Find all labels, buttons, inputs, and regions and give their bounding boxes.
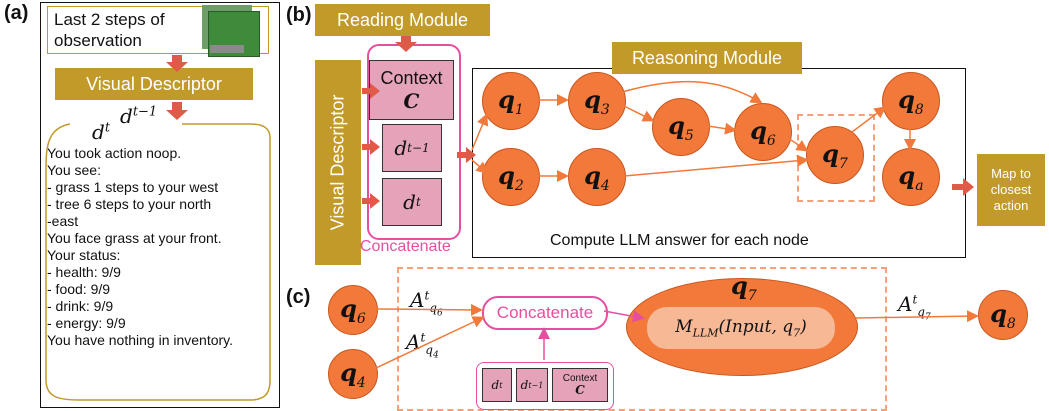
descriptor-line: You see: xyxy=(47,162,101,178)
node-q5: q5 xyxy=(652,98,710,156)
node-q4-c: q4 xyxy=(328,349,378,399)
node-q3: q3 xyxy=(568,72,626,130)
inputs-group-c xyxy=(476,362,614,410)
panel-a-label: (a) xyxy=(4,2,29,24)
concatenate-container xyxy=(367,44,461,240)
descriptor-line: You face grass at your front. xyxy=(47,230,222,246)
A-q6-label: Atq6 xyxy=(410,288,443,319)
reasoning-module-box: Reasoning Module xyxy=(612,42,802,74)
edge-q6-q7 xyxy=(787,137,809,152)
mllm-inner: MLLM(Input, q7) xyxy=(647,307,835,349)
q7-label-c: q7 xyxy=(731,271,757,304)
loop-line-a xyxy=(45,123,271,401)
context-c-symbol-c: C xyxy=(575,383,585,397)
arrow-concat-reason xyxy=(457,147,476,163)
observation-frames-image xyxy=(202,5,260,57)
edge-q3-q5 xyxy=(623,105,655,122)
edge-q5-q6 xyxy=(707,122,737,135)
descriptor-text: You took action noop. You see: - grass 1… xyxy=(47,145,233,349)
observation-box: Last 2 steps of observation xyxy=(47,5,269,57)
panel-b-label: (b) xyxy=(286,4,312,26)
descriptor-line: You took action noop. xyxy=(47,145,182,161)
node-q7: q7 xyxy=(806,126,864,184)
edge-concat-mllm xyxy=(603,310,645,323)
d-t-minus-1-symbol-a: dt−1 xyxy=(120,104,158,128)
edge-q3-q6 xyxy=(621,80,763,104)
descriptor-line: You have nothing in inventory. xyxy=(47,332,234,348)
compute-caption: Compute LLM answer for each node xyxy=(550,232,809,249)
node-q8: q8 xyxy=(882,72,940,130)
arrow-reading xyxy=(395,36,417,52)
arrow-a1 xyxy=(166,55,188,72)
context-label: Context xyxy=(380,67,443,88)
concatenate-label-b: Concatenate xyxy=(360,238,451,255)
observation-text: Last 2 steps of observation xyxy=(54,10,165,50)
arrow-map xyxy=(952,178,974,196)
descriptor-line: - drink: 9/9 xyxy=(47,298,114,314)
edge-q4-q7 xyxy=(623,154,809,177)
node-q6-c: q6 xyxy=(328,285,378,335)
context-box: Context C xyxy=(369,60,454,120)
descriptor-line: - tree 6 steps to your north xyxy=(47,196,212,212)
q7-ellipse-c: q7 MLLM(Input, q7) xyxy=(626,271,858,376)
edge-q7-q8-c xyxy=(855,310,979,323)
edge-q4-concat xyxy=(375,316,485,369)
edge-q6-concat xyxy=(375,303,483,316)
arrow-a2 xyxy=(166,102,188,120)
node-q2: q2 xyxy=(482,148,540,206)
visual-descriptor-box-b: Visual Descriptor xyxy=(315,60,361,265)
node-qa: qa xyxy=(882,148,940,206)
edge-in-q1 xyxy=(471,113,489,151)
descriptor-line: - grass 1 steps to your west xyxy=(47,179,219,195)
panel-c-label: (c) xyxy=(286,286,311,308)
descriptor-line: Your status: xyxy=(47,247,121,263)
descriptor-line: - energy: 9/9 xyxy=(47,315,126,331)
context-label-c: Context xyxy=(562,373,598,384)
descriptor-line: - health: 9/9 xyxy=(47,264,121,280)
map-action-box: Map to closest action xyxy=(977,154,1045,226)
panel-a-frame xyxy=(40,2,280,408)
visual-descriptor-box-a: Visual Descriptor xyxy=(55,68,253,100)
descriptor-line: - food: 9/9 xyxy=(47,281,111,297)
edge-q7-q8 xyxy=(851,106,887,133)
edge-in-q2 xyxy=(471,159,489,174)
panel-c-dashed-frame xyxy=(397,267,887,411)
arrow-vd-d xyxy=(362,193,380,209)
arrow-vd-d1 xyxy=(362,139,380,155)
arrow-vd-ctx xyxy=(362,83,380,99)
context-box-c: Context C xyxy=(552,368,608,402)
reading-module-box: Reading Module xyxy=(315,4,490,36)
node-q4: q4 xyxy=(568,148,626,206)
context-c-symbol: C xyxy=(403,88,420,113)
node-q1: q1 xyxy=(482,72,540,130)
d-t-symbol-a: dt xyxy=(92,120,111,144)
descriptor-line: -east xyxy=(47,213,79,229)
